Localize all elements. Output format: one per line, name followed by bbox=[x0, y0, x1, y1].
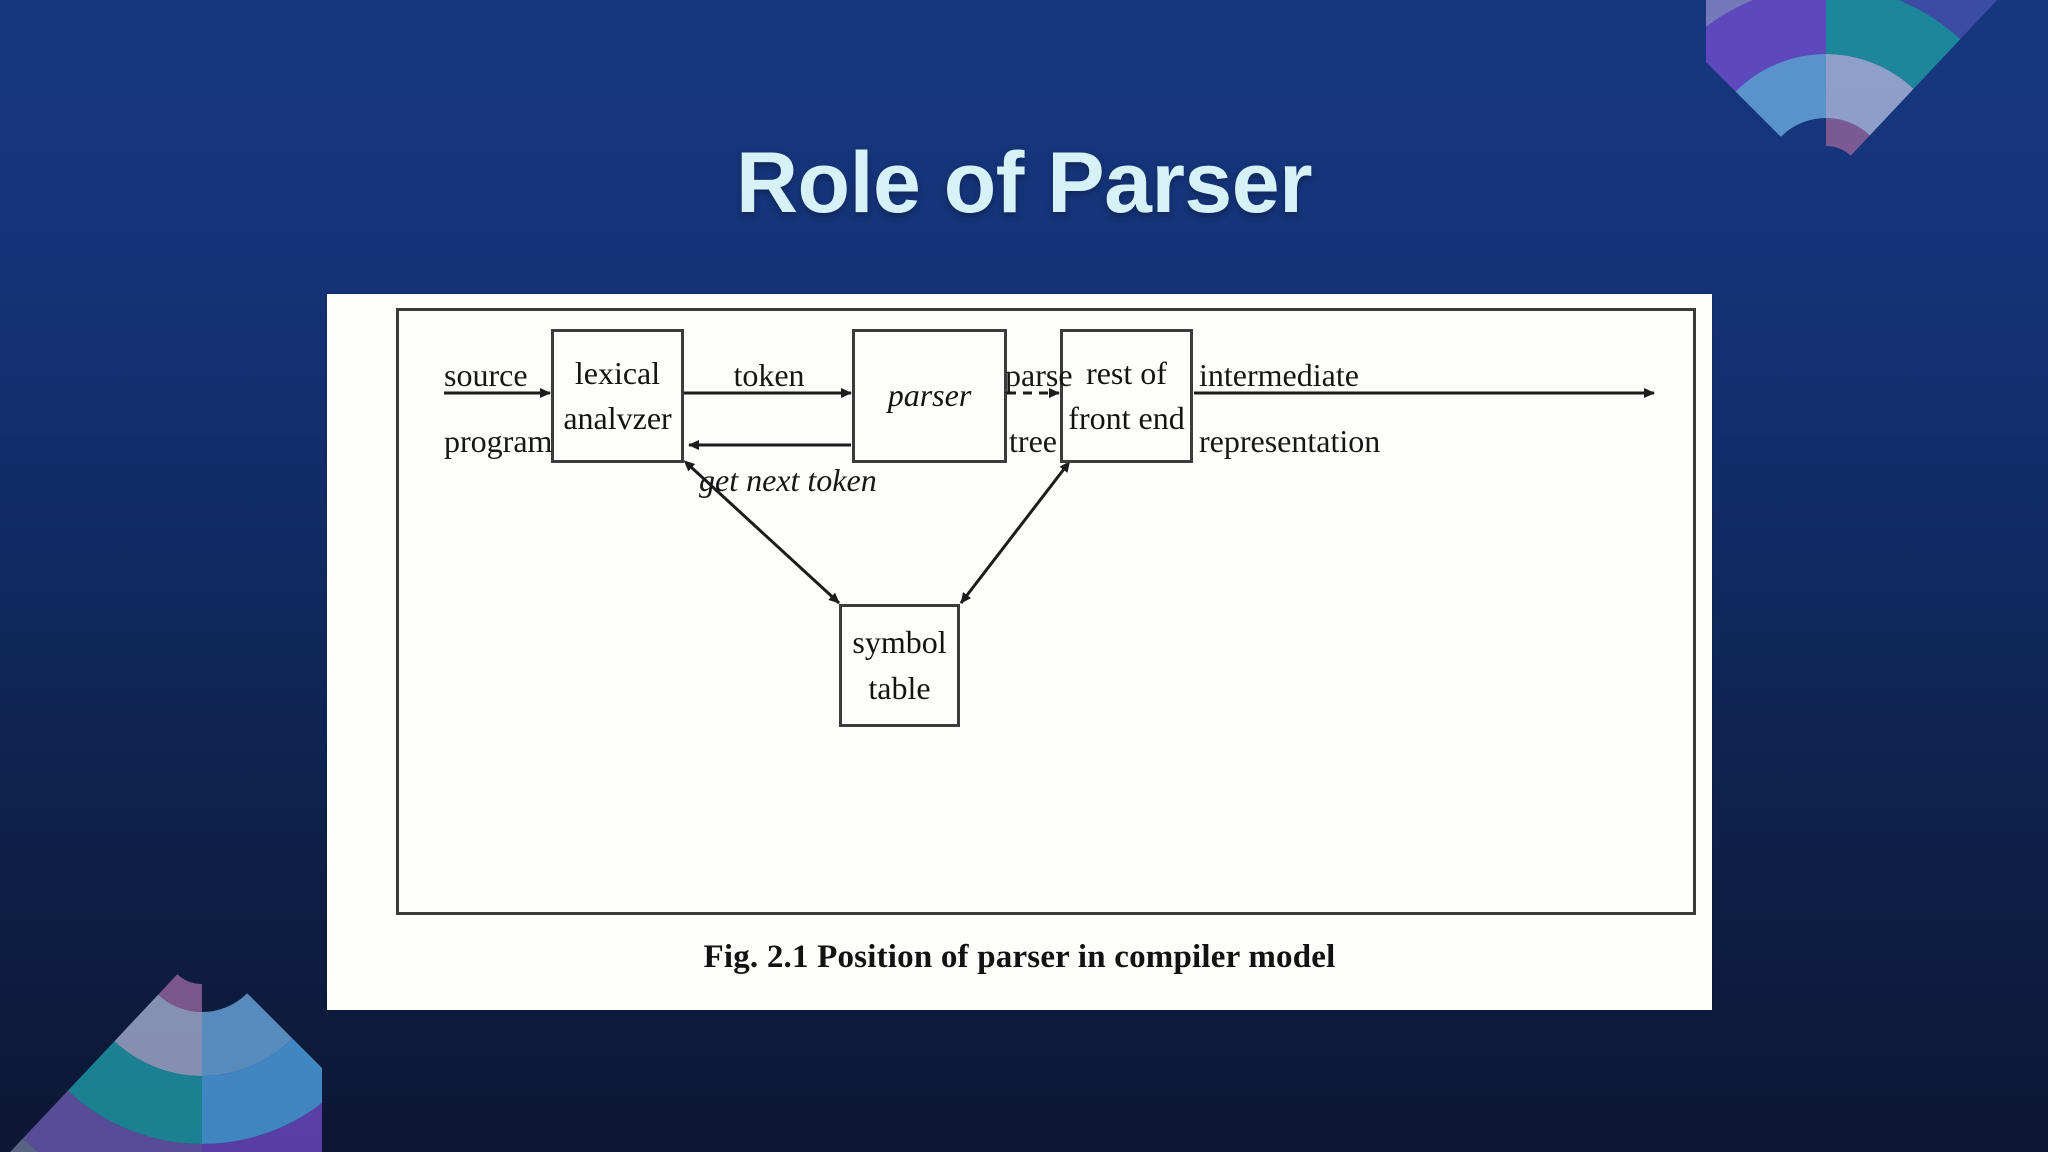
box-symbol-table-line2: table bbox=[868, 669, 931, 706]
label-parse-tree-line1: parse bbox=[1005, 357, 1073, 393]
label-parse-tree: parse tree bbox=[1005, 353, 1073, 463]
box-lexical-analyzer-line2: analvzer bbox=[563, 400, 672, 436]
box-lexical-analyzer-line1: lexical bbox=[574, 354, 661, 391]
label-intermediate-representation-line2: representation bbox=[1199, 423, 1381, 460]
box-symbol-table-line1: symbol bbox=[852, 624, 947, 661]
box-lexical-analyzer: lexical analvzer bbox=[551, 329, 684, 463]
box-symbol-table: symbol table bbox=[839, 604, 960, 727]
figure-caption: Fig. 2.1 Position of parser in compiler … bbox=[703, 939, 1336, 975]
label-intermediate-representation-line1: intermediate bbox=[1199, 357, 1359, 393]
box-rest-of-front-end-line2: front end bbox=[1068, 400, 1185, 436]
arrow-frontend-symboltable bbox=[959, 461, 1071, 604]
box-parser-line1: parser bbox=[887, 377, 972, 414]
box-rest-of-front-end: rest of front end bbox=[1060, 329, 1193, 463]
arrow-lexical-symboltable bbox=[683, 460, 841, 605]
label-get-next-token-line1: get next token bbox=[699, 462, 877, 498]
label-source-program-line1: source bbox=[444, 357, 528, 393]
label-source-program-line2: program bbox=[444, 423, 553, 460]
label-source-program: source program bbox=[444, 353, 552, 463]
label-intermediate-representation: intermediate representation bbox=[1199, 353, 1459, 463]
diagram-frame: lexical analvzer parser rest of front en… bbox=[396, 308, 1696, 915]
label-token: token bbox=[699, 353, 839, 397]
box-parser: parser bbox=[852, 329, 1007, 463]
figure-panel: lexical analvzer parser rest of front en… bbox=[327, 294, 1712, 1010]
box-rest-of-front-end-line1: rest of bbox=[1086, 354, 1167, 391]
decorative-radial-burst-bottom-left bbox=[0, 908, 322, 1152]
label-token-line1: token bbox=[733, 357, 805, 393]
label-parse-tree-line2: tree bbox=[1009, 423, 1057, 460]
page-title: Role of Parser bbox=[735, 135, 1313, 231]
diagram-connectors bbox=[444, 388, 1655, 605]
label-get-next-token: get next token bbox=[699, 458, 959, 502]
